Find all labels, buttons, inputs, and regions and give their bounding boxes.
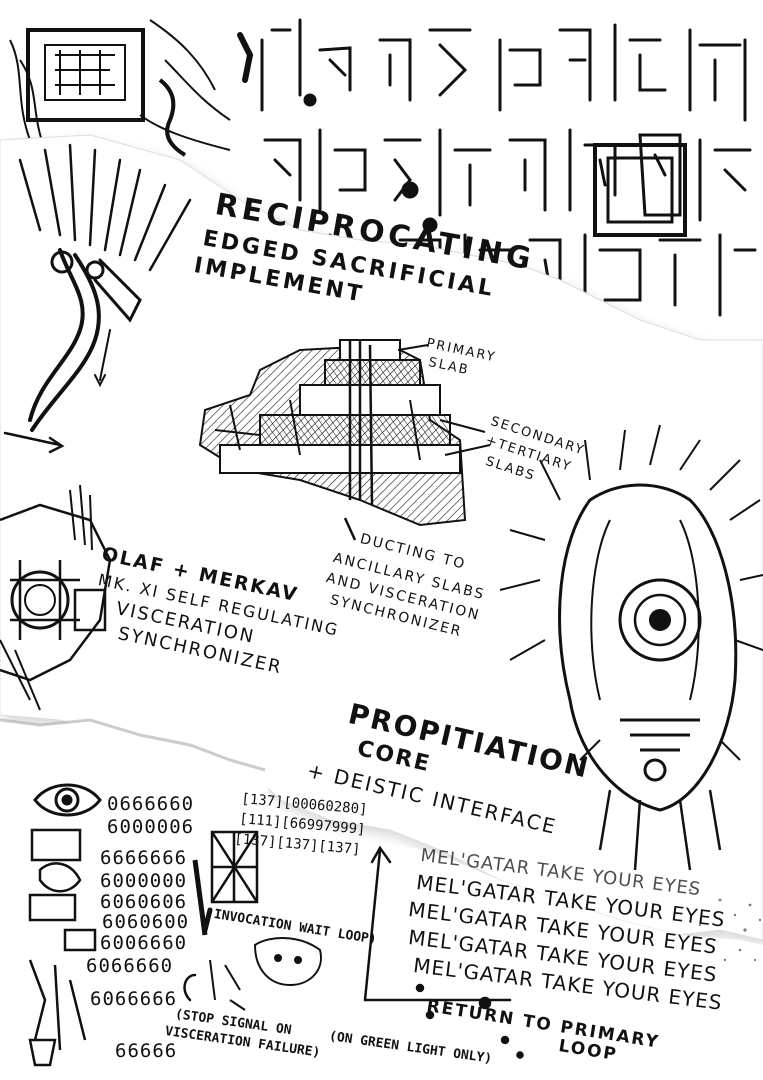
synchronizer-machine xyxy=(0,484,112,711)
grid-box-sketch xyxy=(192,830,259,936)
idol-face xyxy=(499,424,763,871)
digit-row: 6666666 xyxy=(100,847,188,869)
bottom-sheet xyxy=(0,718,763,1080)
digit-row: 6006660 xyxy=(100,932,188,954)
loop-arrows xyxy=(183,845,524,1059)
digit-row: 6060606 xyxy=(100,891,188,913)
digit-row: 0666660 xyxy=(107,793,195,815)
digit-row: 66666 xyxy=(115,1040,178,1062)
gadget-sketch xyxy=(9,19,231,157)
face-doodle xyxy=(209,937,322,1011)
digit-row: 6000000 xyxy=(100,870,188,892)
digit-row: 6066660 xyxy=(86,955,174,977)
main-torn-sheet xyxy=(0,134,763,946)
digit-row: 6066666 xyxy=(90,988,178,1010)
ritual-blade xyxy=(3,143,192,454)
margin-doodles xyxy=(28,828,97,1067)
ink-speckle xyxy=(688,888,762,962)
digit-row: 6060600 xyxy=(102,911,190,933)
eye-icon xyxy=(33,783,102,817)
digit-row: 6000006 xyxy=(107,816,195,838)
slab-machine xyxy=(198,339,491,541)
